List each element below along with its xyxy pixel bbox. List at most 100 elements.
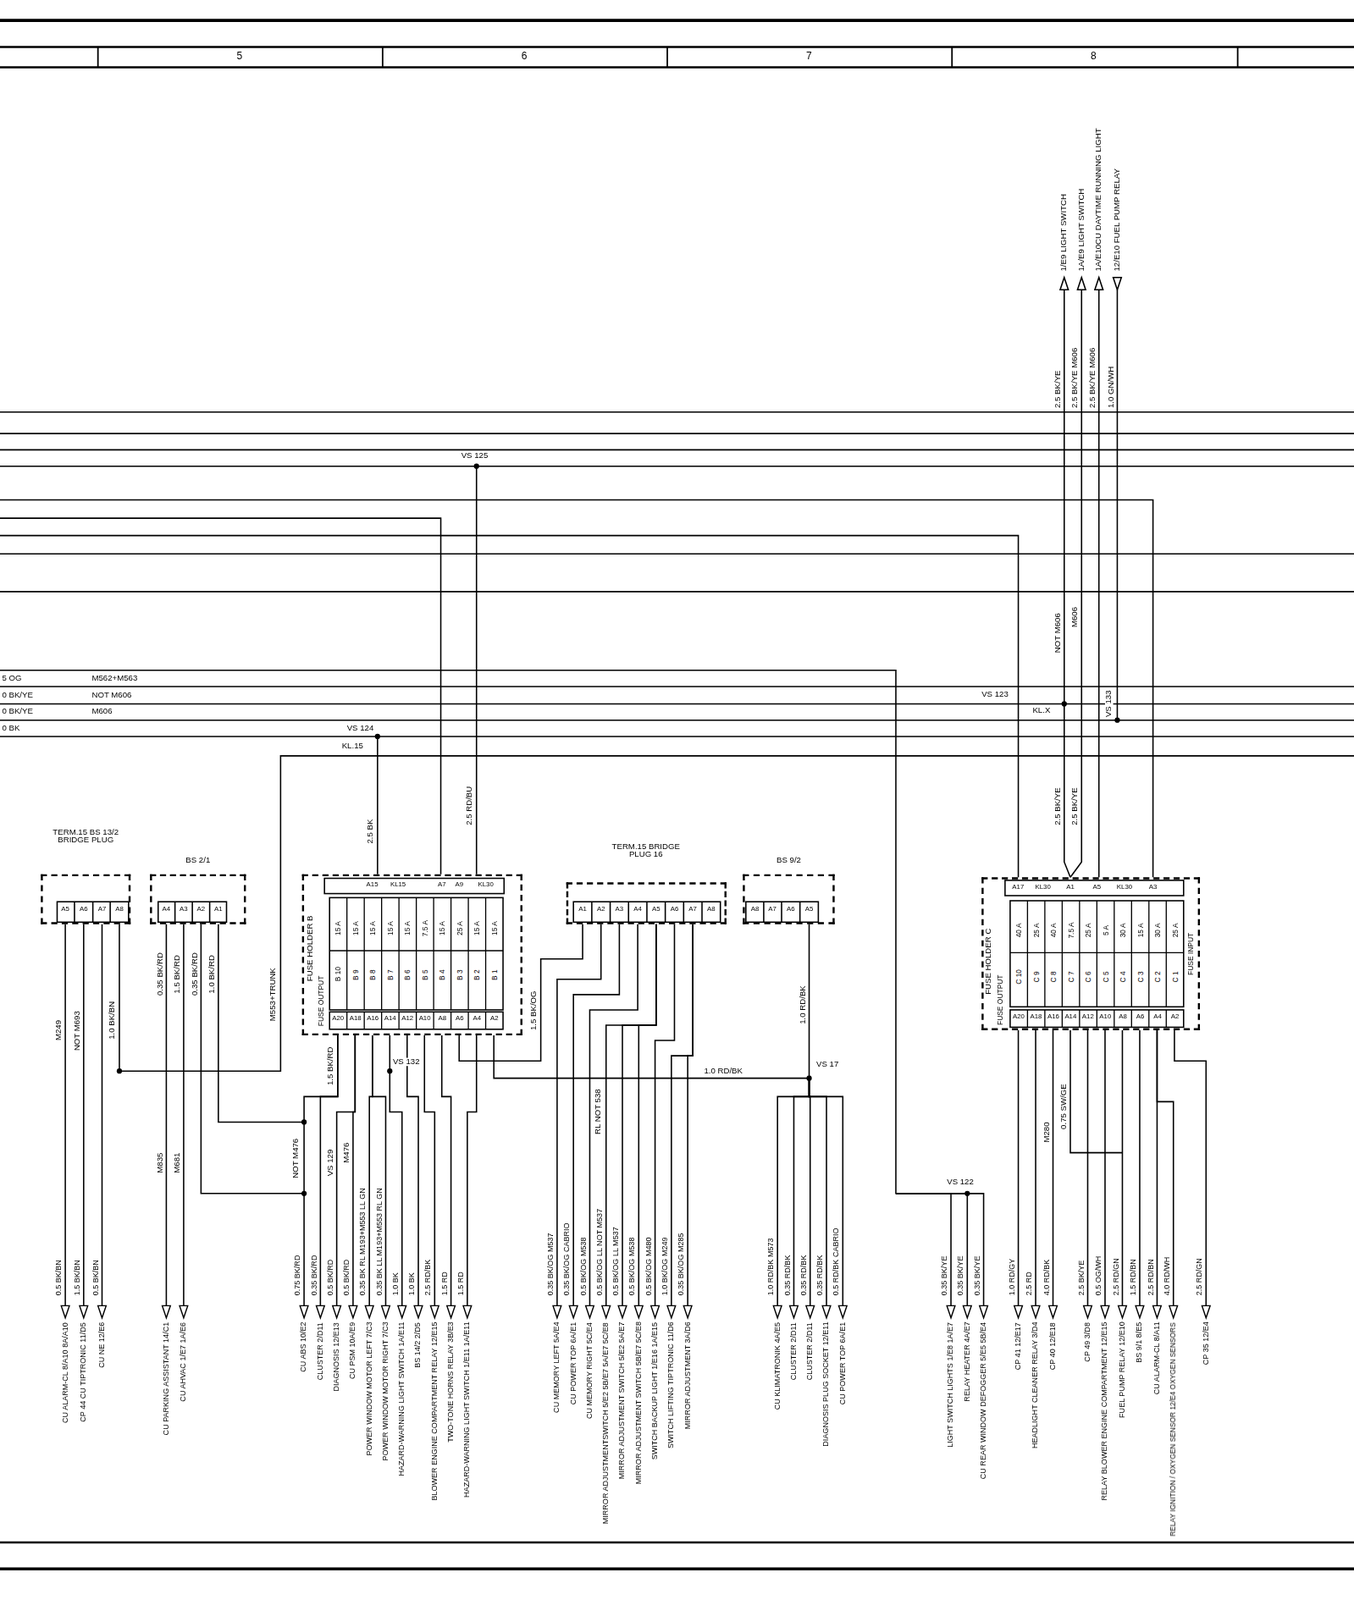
wire-label: M280: [1042, 1121, 1051, 1143]
wire-label: 1A/E10CU DAYTIME RUNNING LIGHT: [1094, 127, 1104, 271]
wire-label: 0.5 BK/OG M480: [645, 1237, 653, 1296]
wire-label: 0.5 BK/OG M538: [579, 1237, 587, 1296]
wire-label: 2.5 RD/BN: [1146, 1259, 1155, 1296]
wire-label: 1.0 RD/BK: [798, 985, 807, 1025]
wire-label: NOT M693: [73, 1011, 83, 1051]
terminal-label: A6: [670, 906, 680, 913]
wire-label: 5 OG: [1, 674, 22, 683]
terminal-label: KL30: [1116, 884, 1133, 891]
pin-row: [324, 878, 504, 894]
connector-arrow: [790, 1305, 799, 1318]
output-wire: [1052, 1030, 1055, 1306]
wire-label: M681: [173, 1153, 183, 1174]
wire-label: M553+TRUNK: [269, 967, 278, 1022]
terminal-label: A1: [578, 906, 587, 913]
wire-label: 0.35 BK/RD: [155, 952, 165, 996]
terminal-label: A2: [490, 1015, 499, 1023]
terminal-label: 15 A: [473, 921, 481, 936]
destination-label: BS 9/1 8/E5: [1135, 1322, 1144, 1364]
connector-arrow: [1014, 1305, 1023, 1318]
connector-arrow: [552, 1305, 562, 1318]
bridge-plug-box: BS 9/2A8A7A6A5: [742, 874, 835, 925]
wire-label: 1A/E9 LIGHT SWITCH: [1077, 188, 1086, 272]
destination-label: BLOWER ENGINE COMPARTMENT RELAY 12/E15: [430, 1321, 438, 1501]
wire-label: M606: [91, 707, 112, 717]
output-wire: [165, 924, 168, 1307]
wire-label: 2.5 RD/BK: [424, 1260, 432, 1297]
wire-label: 0.5 RD/BK CABRIO: [832, 1227, 841, 1296]
terminal-label: C 10: [1014, 968, 1023, 984]
terminal-label: A6: [79, 906, 89, 913]
output-wire: [638, 924, 656, 1307]
terminal-label: 15 A: [369, 921, 377, 936]
terminal-label: FUSE HOLDER B: [305, 916, 315, 983]
wire-label: KL.15: [342, 742, 364, 752]
wire-label: 1.0 RD/GY: [1008, 1259, 1017, 1297]
connector-arrow: [618, 1305, 627, 1318]
terminal-label: C 7: [1066, 971, 1075, 983]
box-heading: TERM.15 BS 13/2 BRIDGE PLUG: [51, 828, 120, 846]
terminal-label: B 1: [490, 969, 498, 981]
terminal-label: 15 A: [438, 921, 447, 936]
destination-label: HEADLIGHT CLEANER RELAY 3/D4: [1031, 1321, 1039, 1449]
junction-dot: [474, 464, 480, 470]
terminal-label: C 1: [1171, 971, 1179, 983]
output-wire: [687, 924, 693, 1307]
wire-label: 0.35 BK/OG M285: [677, 1232, 686, 1296]
output-wire: [1174, 1030, 1206, 1306]
connector-arrow: [299, 1305, 309, 1318]
terminal-label: 25 A: [1171, 922, 1179, 938]
terminal-label: A8: [707, 906, 716, 913]
terminal-label: A7: [98, 906, 107, 913]
terminal-label: 15 A: [490, 921, 498, 936]
output-wire: [467, 1035, 477, 1306]
bus-wire: [0, 499, 1354, 1194]
frame-line: [0, 45, 1354, 48]
connector-arrow: [667, 1305, 676, 1318]
connector-arrow: [946, 1305, 956, 1318]
destination-label: BS 14/2 2/D5: [414, 1322, 422, 1369]
output-wire: [895, 1193, 984, 1307]
terminal-label: A16: [366, 1015, 379, 1023]
terminal-label: B 2: [473, 969, 481, 981]
connector-arrow: [463, 1305, 472, 1318]
destination-label: CLUSTER 2/D11: [790, 1322, 798, 1381]
terminal-label: FUSE INPUT: [1186, 933, 1194, 976]
terminal-label: A6: [455, 1015, 465, 1023]
feed-wire: [377, 289, 1118, 878]
wire-label: M835: [155, 1153, 165, 1174]
wire-label: RL NOT 538: [593, 1088, 603, 1135]
connector-arrow: [1201, 1305, 1211, 1318]
terminal-label: A4: [1153, 1013, 1162, 1021]
wire-label: 1.0 BK/RD: [208, 955, 217, 995]
connector-arrow: [634, 1305, 643, 1318]
destination-label: CU KLIMATRONIK 4A/E5: [773, 1322, 781, 1410]
terminal-label: A6: [786, 906, 796, 913]
box-heading: BS 9/2: [776, 856, 802, 866]
connector-arrow: [822, 1305, 831, 1318]
terminal-label: 15 A: [403, 921, 412, 936]
output-wire: [1017, 1030, 1020, 1306]
destination-label: MIRROR ADJUSTMENTSWITCH 5/E2 5B/E7 5A/E7…: [602, 1322, 610, 1525]
destination-label: DIAGNOSIS PLUG SOCKET 12/E11: [822, 1321, 830, 1447]
connector-arrow: [430, 1305, 439, 1318]
terminal-label: A14: [1064, 1013, 1077, 1021]
wire-label: 0.5 OG/WH: [1094, 1256, 1103, 1297]
connector-arrow: [60, 1305, 70, 1318]
junction-dot: [116, 1068, 122, 1074]
terminal-label: A10: [419, 1015, 432, 1023]
destination-label: RELAY IGNITION / OXYGEN SENSOR 12/E4 OXY…: [1169, 1322, 1178, 1537]
terminal-label: 7.5 A: [1066, 922, 1075, 939]
wire-label: 1.5 RD: [457, 1271, 465, 1296]
wire-label: 1.5 BK/BN: [73, 1260, 82, 1296]
wire-label: 0.35 BK/YE: [956, 1256, 965, 1297]
wire-label: 2.5 BK/YE M606: [1071, 348, 1080, 409]
connector-arrow: [838, 1305, 847, 1318]
connector-arrow: [962, 1305, 972, 1318]
junction-dot: [1114, 718, 1120, 724]
column-number: 6: [521, 50, 528, 62]
pin-row: [573, 901, 721, 923]
output-wire: [671, 924, 693, 1307]
wire-label: 0.5 BK/RD: [326, 1260, 335, 1297]
terminal-label: A1: [214, 906, 223, 913]
